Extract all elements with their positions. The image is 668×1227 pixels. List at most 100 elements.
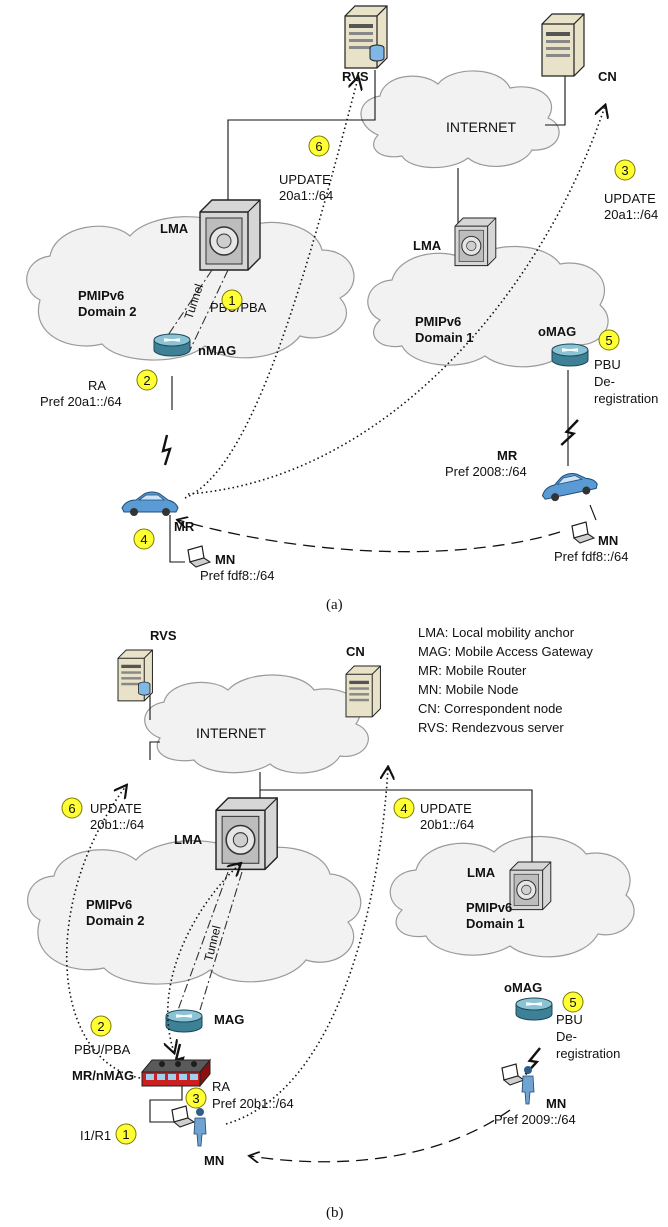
legend-item-mr: MR: Mobile Router — [418, 663, 527, 678]
svg-text:3: 3 — [621, 163, 628, 178]
svg-text:3: 3 — [192, 1091, 199, 1106]
dereg-label-b-1: De- — [556, 1029, 577, 1044]
update-label-b-6b: 20b1::/64 — [90, 817, 144, 832]
person-icon-mn-new-b — [193, 1107, 207, 1147]
update-label-a-6a: UPDATE — [279, 172, 331, 187]
lma-label-a-right: LMA — [413, 238, 442, 253]
mr-new-label-a: MR — [174, 519, 195, 534]
laptop-icon-mn-old-b — [501, 1063, 525, 1086]
lma-label-a-left: LMA — [160, 221, 189, 236]
svg-text:5: 5 — [569, 995, 576, 1010]
dereg-label-a-2: registration — [594, 391, 658, 406]
panel-b: LMA: Local mobility anchor MAG: Mobile A… — [27, 625, 635, 1221]
mn-old-pref-b: Pref 2009::/64 — [494, 1112, 576, 1127]
legend-item-lma: LMA: Local mobility anchor — [418, 625, 575, 640]
router-icon-omag-a — [551, 343, 589, 367]
mn-new-label-a: MN — [215, 552, 235, 567]
lma-box-icon-b-right — [509, 861, 552, 911]
update-label-a-3a: UPDATE — [604, 191, 656, 206]
omag-label-a: oMAG — [538, 324, 576, 339]
step-badge-b-6: 6 — [61, 797, 83, 819]
domain1-label-a-1: PMIPv6 — [415, 314, 461, 329]
step-badge-a-6: 6 — [308, 135, 330, 157]
rvs-label-a: RVS — [342, 69, 369, 84]
mn-old-label-a: MN — [598, 533, 618, 548]
dereg-label-a-1: De- — [594, 374, 615, 389]
dereg-label-b-2: registration — [556, 1046, 620, 1061]
domain2-label-b-1: PMIPv6 — [86, 897, 132, 912]
update-label-b-4a: UPDATE — [420, 801, 472, 816]
mn-new-pref-a: Pref fdf8::/64 — [200, 568, 274, 583]
nmag-label-a: nMAG — [198, 343, 236, 358]
domain2-cloud-b — [27, 840, 362, 985]
step-badge-b-3: 3 — [185, 1087, 207, 1109]
step-badge-a-5: 5 — [598, 329, 620, 351]
step-badge-a-1: 1 — [221, 289, 243, 311]
svg-text:1: 1 — [122, 1127, 129, 1142]
svg-text:5: 5 — [605, 333, 612, 348]
lma-label-b-right: LMA — [467, 865, 496, 880]
cn-label-b: CN — [346, 644, 365, 659]
update-label-b-6a: UPDATE — [90, 801, 142, 816]
lma-box-icon-b-left — [215, 797, 278, 871]
legend-item-mag: MAG: Mobile Access Gateway — [418, 644, 593, 659]
rvs-label-b: RVS — [150, 628, 177, 643]
cn-label-a: CN — [598, 69, 617, 84]
legend-item-rvs: RVS: Rendezvous server — [418, 720, 564, 735]
mn-old-pref-a: Pref fdf8::/64 — [554, 549, 628, 564]
domain1-cloud-a — [367, 245, 609, 368]
car-icon-mr-new-a — [121, 491, 179, 517]
laptop-icon-mn-new-b — [171, 1105, 195, 1128]
step-badge-b-4: 4 — [393, 797, 415, 819]
pbu-label-b: PBU — [556, 1012, 583, 1027]
omag-label-b: oMAG — [504, 980, 542, 995]
domain2-label-a-1: PMIPv6 — [78, 288, 124, 303]
svg-text:1: 1 — [228, 293, 235, 308]
step-badge-a-2: 2 — [136, 369, 158, 391]
internet-cloud-a — [360, 70, 560, 169]
ra-label-a: RA — [88, 378, 106, 393]
step-badge-b-5: 5 — [562, 991, 584, 1013]
step-badge-b-2: 2 — [90, 1015, 112, 1037]
ra-pref-label-b: Pref 20b1::/64 — [212, 1096, 294, 1111]
bus-icon-mr-nmag — [140, 1058, 212, 1088]
wireless-bolt-icon-a-new — [161, 433, 172, 467]
domain2-label-a-2: Domain 2 — [78, 304, 137, 319]
lma-box-icon-a-right — [454, 217, 497, 267]
mr-old-label-a: MR — [497, 448, 518, 463]
rvs-server-icon-b — [117, 649, 153, 702]
update-label-b-4b: 20b1::/64 — [420, 817, 474, 832]
domain1-label-b-1: PMIPv6 — [466, 900, 512, 915]
internet-cloud-b — [144, 674, 369, 774]
i1r1-label-b: I1/R1 — [80, 1128, 111, 1143]
domain1-label-a-2: Domain 1 — [415, 330, 474, 345]
lma-box-icon-a-left — [199, 199, 261, 271]
lma-label-b-left: LMA — [174, 832, 203, 847]
svg-text:6: 6 — [315, 139, 322, 154]
router-icon-nmag-a — [153, 333, 191, 357]
caption-a: (a) — [326, 597, 343, 613]
mn-new-label-b: MN — [204, 1153, 224, 1168]
svg-text:4: 4 — [400, 801, 407, 816]
legend-item-mn: MN: Mobile Node — [418, 682, 518, 697]
step-badge-b-1: 1 — [115, 1123, 137, 1145]
mag-label-b: MAG — [214, 1012, 244, 1027]
mrnmag-label-b: MR/nMAG — [72, 1068, 134, 1083]
internet-label-a: INTERNET — [446, 119, 516, 135]
update-label-a-6b: 20a1::/64 — [279, 188, 333, 203]
router-icon-omag-b — [515, 997, 553, 1021]
domain1-label-b-2: Domain 1 — [466, 916, 525, 931]
mr-old-pref-a: Pref 2008::/64 — [445, 464, 527, 479]
legend: LMA: Local mobility anchor MAG: Mobile A… — [418, 625, 593, 735]
svg-text:2: 2 — [97, 1019, 104, 1034]
domain2-cloud-a — [26, 216, 355, 361]
ra-label-b: RA — [212, 1079, 230, 1094]
caption-b: (b) — [326, 1205, 344, 1221]
router-icon-mag-b — [165, 1009, 203, 1033]
panel-a: INTERNET RVS CN LMA LMA — [26, 5, 658, 613]
pbu-pba-label-b: PBU/PBA — [74, 1042, 131, 1057]
car-icon-mr-old-a — [538, 467, 600, 505]
laptop-icon-mn-old-a — [571, 521, 595, 544]
svg-text:4: 4 — [140, 532, 147, 547]
